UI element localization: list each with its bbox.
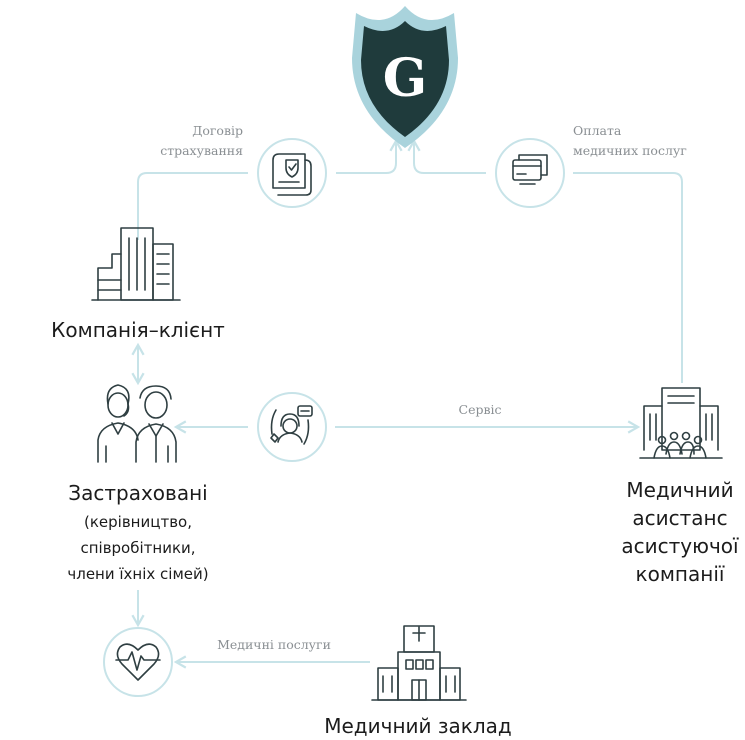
payment-label-line1: Оплата (573, 123, 622, 138)
service-label: Сервіс (459, 402, 502, 417)
client-company-node: Компанія–клієнт (51, 227, 225, 342)
hospital-icon (371, 625, 467, 701)
assistance-building-icon (639, 387, 723, 459)
assistance-line3: асистуючої (621, 534, 739, 558)
client-company-label: Компанія–клієнт (51, 318, 225, 342)
insured-sub-line3: члени їхніх сімей) (67, 565, 208, 583)
insured-node: Застраховані (керівництво, співробітники… (67, 384, 209, 583)
insured-title: Застраховані (68, 481, 207, 505)
medical-facility-label: Медичний заклад (324, 714, 511, 738)
shield-inner (361, 21, 449, 137)
connector-payment-left (407, 138, 486, 174)
payment-node: Оплата медичних послуг (495, 123, 687, 208)
medical-ring (103, 627, 173, 697)
people-icon (97, 384, 177, 463)
document-icon (272, 153, 312, 196)
medical-services-node: Медичні послуги (103, 627, 331, 697)
company-logo: G (352, 6, 458, 148)
assistance-line4: компанії (636, 562, 725, 586)
medical-facility-node: Медичний заклад (324, 625, 512, 738)
contract-node: Договір страхування (160, 123, 327, 208)
support-agent-icon (270, 405, 313, 445)
connector-contract-right (336, 138, 403, 174)
assistance-node: Медичний асистанс асистуючої компанії (621, 387, 739, 586)
heart-pulse-icon (115, 643, 161, 681)
service-node: Сервіс (257, 392, 502, 462)
logo-letter: G (383, 48, 427, 109)
insured-sub-line1: (керівництво, (84, 513, 192, 531)
payment-ring (495, 138, 565, 208)
contract-ring (257, 138, 327, 208)
assistance-line1: Медичний (626, 478, 733, 502)
assistance-line2: асистанс (632, 506, 727, 530)
credit-card-icon (512, 154, 548, 185)
medical-services-label: Медичні послуги (217, 637, 331, 652)
connector-payment-right (573, 172, 683, 383)
contract-label-line2: страхування (160, 143, 243, 158)
service-ring (257, 392, 327, 462)
insured-sub-line2: співробітники, (80, 539, 195, 557)
office-building-icon (91, 227, 181, 301)
connector-contract-left (137, 172, 248, 240)
connectors (131, 138, 683, 669)
payment-label-line2: медичних послуг (573, 143, 687, 158)
contract-label-line1: Договір (192, 123, 243, 138)
